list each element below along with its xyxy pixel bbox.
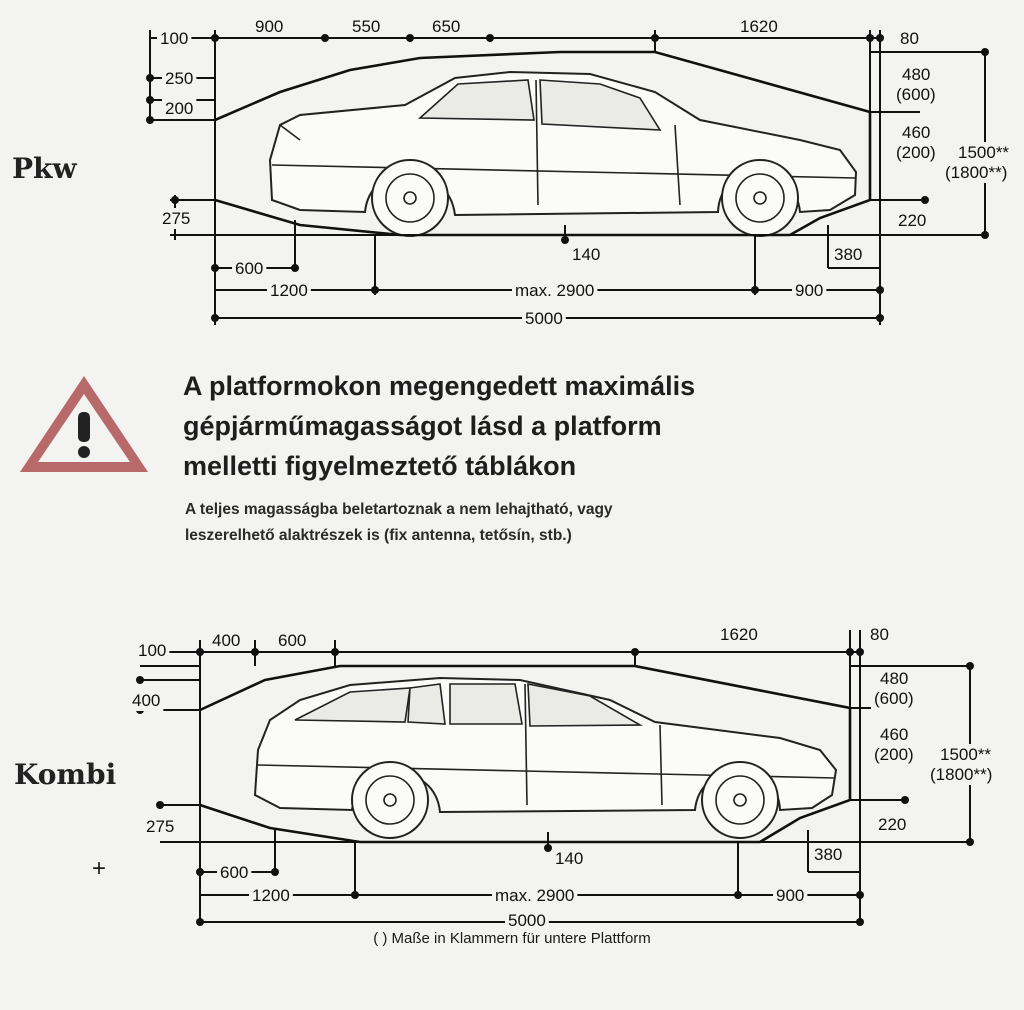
dim-label: 80: [870, 625, 889, 644]
dim-label: 550: [352, 17, 380, 36]
dim-label: 460: [880, 725, 908, 744]
dim-label: (1800**): [930, 765, 992, 784]
kombi-top-dims: 100 400 600 1620 80: [135, 624, 892, 661]
dim-label: 600: [235, 259, 263, 278]
pkw-bottom-dims: 600 140 380 1200 max. 2900 900 5000: [232, 244, 866, 329]
dim-label: 5000: [525, 309, 563, 328]
dim-label: 480: [880, 669, 908, 688]
kombi-bottom-dims: 600 140 380 1200 max. 2900 900 5000: [217, 844, 846, 930]
dim-label: 900: [255, 17, 283, 36]
dim-label: (200): [874, 745, 914, 764]
warning-text-line: A teljes magasságba beletartoznak a nem …: [185, 501, 613, 518]
kombi-left-dims: 400 275: [129, 690, 178, 837]
warning-title-line: melletti figyelmeztető táblákon: [183, 451, 577, 481]
dim-label: 900: [776, 886, 804, 905]
dim-label: 140: [572, 245, 600, 264]
dim-label: 200: [165, 99, 193, 118]
dim-label: 220: [878, 815, 906, 834]
dim-label: 1500**: [940, 745, 991, 764]
dim-label: (1800**): [945, 163, 1007, 182]
dim-label: 380: [814, 845, 842, 864]
dim-label: 1200: [270, 281, 308, 300]
warning-title-line: A platformokon megengedett maximális: [183, 371, 696, 401]
warning-text-line: leszerelhető alaktrészek is (fix antenna…: [185, 527, 572, 544]
warning-text: A teljes magasságba beletartoznak a nem …: [185, 497, 885, 549]
pkw-label: Pkw: [12, 152, 77, 185]
footnote: ( ) Maße in Klammern für untere Plattfor…: [373, 930, 651, 947]
pkw-right-dims: 480 (600) 460 (200) 1500** (1800**) 220: [893, 64, 1013, 231]
dim-label: max. 2900: [515, 281, 594, 300]
warning-title-line: gépjárműmagasságot lásd a platform: [183, 411, 662, 441]
dim-label: 275: [162, 209, 190, 228]
dim-label: 275: [146, 817, 174, 836]
dim-label: 140: [555, 849, 583, 868]
dim-label: max. 2900: [495, 886, 574, 905]
dim-label: 650: [432, 17, 460, 36]
kombi-right-dims: 480 (600) 460 (200) 1500** (1800**) 220: [871, 668, 996, 835]
warning-title: A platformokon megengedett maximális gép…: [183, 366, 883, 486]
dim-label: 1200: [252, 886, 290, 905]
pkw-car-illustration: [268, 70, 858, 237]
dim-label: 1620: [740, 17, 778, 36]
dim-label: 600: [220, 863, 248, 882]
dim-label: 900: [795, 281, 823, 300]
dim-label: 600: [278, 631, 306, 650]
dim-label: 5000: [508, 911, 546, 930]
dim-label: 480: [902, 65, 930, 84]
dim-label: 100: [160, 29, 188, 48]
dim-label: 380: [834, 245, 862, 264]
dim-label: 80: [900, 29, 919, 48]
dim-label: 1620: [720, 625, 758, 644]
warning-triangle-icon: [20, 376, 148, 472]
dim-label: 460: [902, 123, 930, 142]
dim-label: 400: [132, 691, 160, 710]
pkw-top-dims: 100 900 550 650 1620 80: [157, 16, 922, 49]
dim-label: (600): [896, 85, 936, 104]
dim-label: (200): [896, 143, 936, 162]
dim-label: 400: [212, 631, 240, 650]
dim-label: 100: [138, 641, 166, 660]
kombi-dimension-drawing: 100 400 600 1620 80 400 275 480 (600) 46…: [129, 624, 996, 930]
pkw-dimension-drawing: 100 900 550 650 1620 80 250 200 275 480 …: [146, 16, 1013, 329]
plus-sign: +: [92, 855, 107, 882]
dim-label: 250: [165, 69, 193, 88]
kombi-label: Kombi: [14, 758, 117, 791]
dim-label: (600): [874, 689, 914, 708]
pkw-left-dims: 250 200 275: [159, 68, 197, 229]
dim-label: 220: [898, 211, 926, 230]
dim-label: 1500**: [958, 143, 1009, 162]
kombi-car-illustration: [253, 676, 838, 839]
